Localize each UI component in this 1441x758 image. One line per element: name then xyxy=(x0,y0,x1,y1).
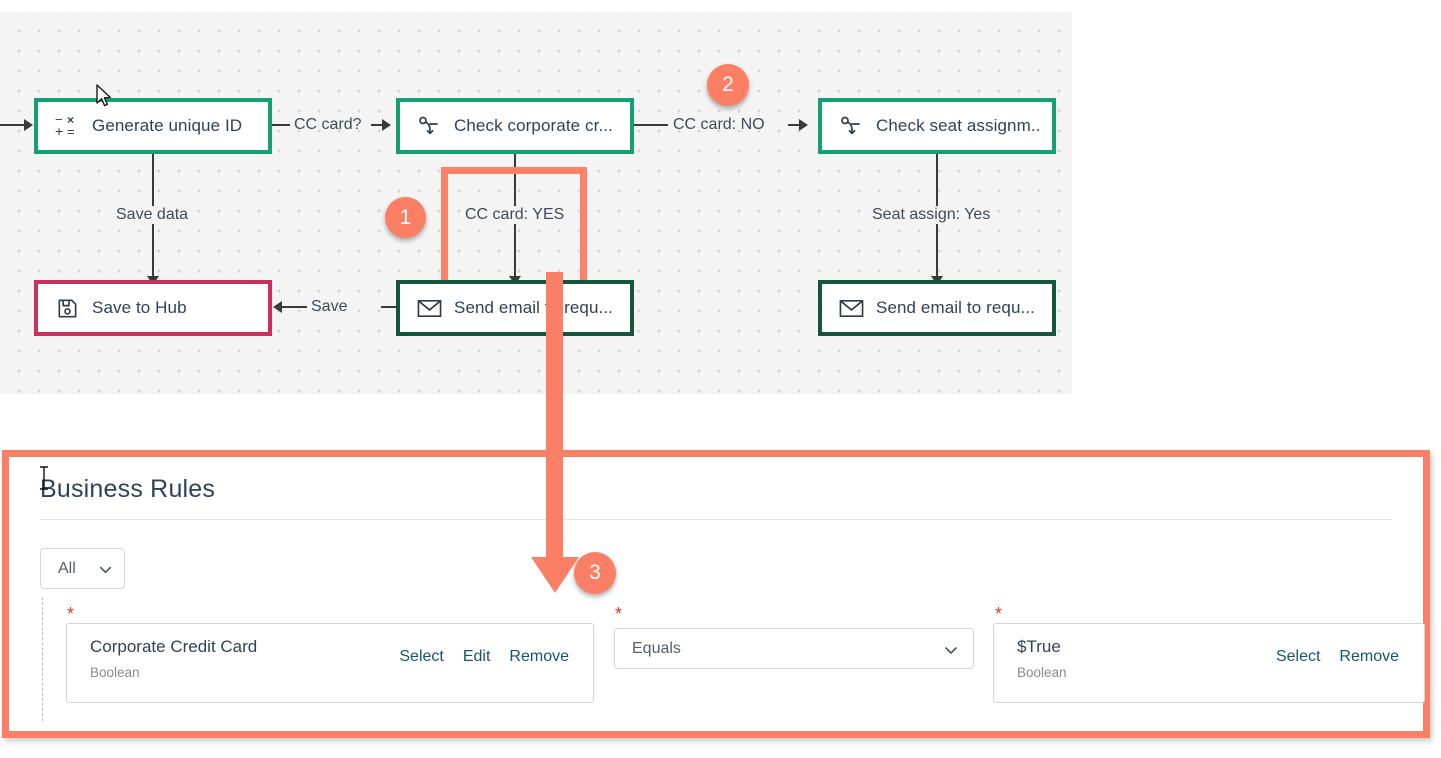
rule-left-operand-field[interactable]: Corporate Credit Card Boolean Select Edi… xyxy=(66,623,594,703)
node-label: Send email to requ... xyxy=(454,298,613,317)
node-label: Check seat assignm.. xyxy=(876,116,1041,135)
rule-group-rail xyxy=(42,597,43,721)
calculator-icon: − × + = xyxy=(52,111,82,141)
node-send-email-requester-1[interactable]: Send email to requ... xyxy=(396,280,634,336)
edge-cc-card-question-arrowhead xyxy=(382,119,391,131)
edge-label-save: Save xyxy=(311,298,348,315)
edge-incoming-arrowhead xyxy=(24,119,33,131)
edge-cc-card-no-arrowhead xyxy=(799,119,808,131)
mouse-pointer-cursor xyxy=(96,84,111,107)
svg-text:−: − xyxy=(55,114,63,127)
required-marker-right: * xyxy=(995,604,1003,624)
node-check-corporate-credit[interactable]: Check corporate cr... xyxy=(396,98,634,154)
edge-save-line-b xyxy=(381,306,399,308)
rules-scope-value: All xyxy=(58,559,76,577)
rule-right-operand-type: Boolean xyxy=(1017,665,1067,680)
node-save-to-hub[interactable]: Save to Hub xyxy=(34,280,272,336)
workflow-canvas[interactable]: − × + = Generate unique ID CC card? Chec… xyxy=(0,12,1072,394)
edge-label-cc-card-no: CC card: NO xyxy=(673,116,765,133)
rules-scope-select[interactable]: All xyxy=(40,548,125,589)
required-marker-left: * xyxy=(67,604,75,624)
rule-right-operand-actions: Select Remove xyxy=(1276,648,1399,666)
chevron-down-icon xyxy=(943,642,959,663)
edge-incoming-line xyxy=(0,124,26,126)
title-divider xyxy=(40,519,1392,520)
rule-left-operand-value: Corporate Credit Card xyxy=(90,637,258,656)
save-disk-icon xyxy=(52,293,82,323)
node-send-email-requester-2[interactable]: Send email to requ... xyxy=(818,280,1056,336)
annotation-badge-3: 3 xyxy=(574,552,616,594)
rule-left-operand-actions: Select Edit Remove xyxy=(399,648,569,666)
edit-link[interactable]: Edit xyxy=(462,648,491,665)
node-check-seat-assignment[interactable]: Check seat assignm.. xyxy=(818,98,1056,154)
edge-cc-card-no-line-b xyxy=(788,124,802,126)
rule-operator-value: Equals xyxy=(632,639,681,657)
edge-cc-card-no-line-a xyxy=(634,124,668,126)
remove-link[interactable]: Remove xyxy=(509,648,569,665)
envelope-icon xyxy=(836,293,866,323)
branch-icon xyxy=(414,111,444,141)
remove-link[interactable]: Remove xyxy=(1339,648,1399,665)
edge-save-line-a xyxy=(275,306,307,308)
required-marker-operator: * xyxy=(615,604,623,624)
edge-label-save-data: Save data xyxy=(112,206,193,224)
svg-text:=: = xyxy=(67,124,75,138)
rule-left-operand-type: Boolean xyxy=(90,665,140,680)
branch-icon xyxy=(836,111,866,141)
edge-save-arrowhead xyxy=(273,301,282,313)
envelope-icon xyxy=(414,293,444,323)
text-ibeam-cursor xyxy=(40,466,48,490)
node-label: Generate unique ID xyxy=(92,116,243,135)
chevron-down-icon xyxy=(98,562,113,582)
annotation-badge-1: 1 xyxy=(385,197,426,238)
page-title: Business Rules xyxy=(40,475,216,503)
node-generate-unique-id[interactable]: − × + = Generate unique ID xyxy=(34,98,272,154)
svg-text:+: + xyxy=(55,123,63,138)
select-link[interactable]: Select xyxy=(399,648,444,665)
edge-label-cc-card-yes: CC card: YES xyxy=(461,206,569,224)
edge-label-cc-card-question: CC card? xyxy=(294,116,362,133)
annotation-pointer-arrow xyxy=(531,272,579,593)
edge-label-seat-assign-yes: Seat assign: Yes xyxy=(868,206,995,224)
rule-right-operand-value: $True xyxy=(1017,637,1061,656)
rule-right-operand-field[interactable]: $True Boolean Select Remove xyxy=(993,623,1425,703)
rule-operator-select[interactable]: Equals xyxy=(614,628,974,669)
edge-cc-card-question-line-b xyxy=(371,124,385,126)
select-link[interactable]: Select xyxy=(1275,648,1321,665)
node-label: Save to Hub xyxy=(92,298,187,317)
edge-cc-card-question-line-a xyxy=(272,124,290,126)
node-label: Send email to requ... xyxy=(876,298,1035,317)
node-label: Check corporate cr... xyxy=(454,116,613,135)
annotation-badge-2: 2 xyxy=(707,64,749,106)
svg-text:×: × xyxy=(67,114,74,127)
